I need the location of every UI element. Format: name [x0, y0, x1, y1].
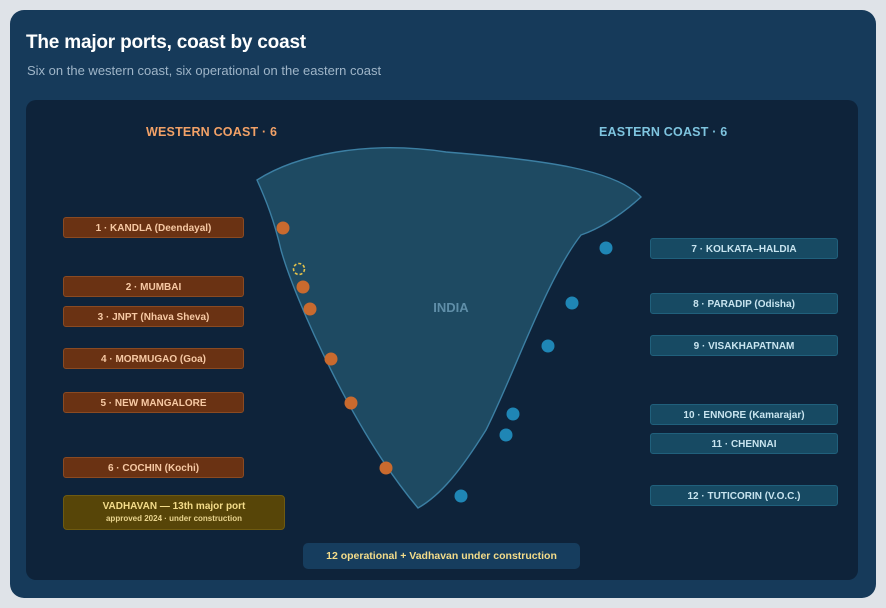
port-label-ennore: 10 · ENNORE (Kamarajar)	[650, 404, 838, 425]
port-dot-jnpt	[303, 302, 317, 316]
india-landmass	[256, 147, 642, 509]
map-panel: INDIA WESTERN COAST · 6 EASTERN COAST · …	[26, 100, 858, 580]
port-dot-vadhavan	[292, 262, 306, 276]
port-dot-tuticorin	[454, 489, 468, 503]
port-label-jnpt: 3 · JNPT (Nhava Sheva)	[63, 306, 244, 327]
port-label-chennai: 11 · CHENNAI	[650, 433, 838, 454]
vadhavan-callout: VADHAVAN — 13th major port approved 2024…	[63, 495, 285, 530]
port-dot-paradip	[565, 296, 579, 310]
vadhavan-title: VADHAVAN — 13th major port	[102, 501, 246, 512]
infographic-card: The major ports, coast by coast Six on t…	[10, 10, 876, 598]
port-label-kandla: 1 · KANDLA (Deendayal)	[63, 217, 244, 238]
port-dot-chennai	[499, 428, 513, 442]
port-dot-ennore	[506, 407, 520, 421]
page-subtitle: Six on the western coast, six operationa…	[27, 63, 382, 78]
port-label-visakhapatnam: 9 · VISAKHAPATNAM	[650, 335, 838, 356]
port-dot-mumbai	[296, 280, 310, 294]
port-label-new-mangalore: 5 · NEW MANGALORE	[63, 392, 244, 413]
port-dot-kolkata-haldia	[599, 241, 613, 255]
port-label-mumbai: 2 · MUMBAI	[63, 276, 244, 297]
port-dot-cochin	[379, 461, 393, 475]
port-label-kolkata-haldia: 7 · KOLKATA–HALDIA	[650, 238, 838, 259]
summary-pill: 12 operational + Vadhavan under construc…	[303, 543, 580, 569]
port-label-tuticorin: 12 · TUTICORIN (V.O.C.)	[650, 485, 838, 506]
india-map: INDIA	[256, 147, 642, 509]
port-dot-kandla	[276, 221, 290, 235]
port-label-paradip: 8 · PARADIP (Odisha)	[650, 293, 838, 314]
country-label: INDIA	[433, 300, 469, 315]
western-coast-heading: WESTERN COAST · 6	[146, 125, 278, 139]
port-dot-new-mangalore	[344, 396, 358, 410]
port-label-cochin: 6 · COCHIN (Kochi)	[63, 457, 244, 478]
port-label-mormugao: 4 · MORMUGAO (Goa)	[63, 348, 244, 369]
vadhavan-status: approved 2024 · under construction	[105, 514, 243, 523]
port-dot-mormugao	[324, 352, 338, 366]
eastern-coast-heading: EASTERN COAST · 6	[599, 125, 728, 139]
page-title: The major ports, coast by coast	[26, 32, 306, 53]
port-dot-visakhapatnam	[541, 339, 555, 353]
